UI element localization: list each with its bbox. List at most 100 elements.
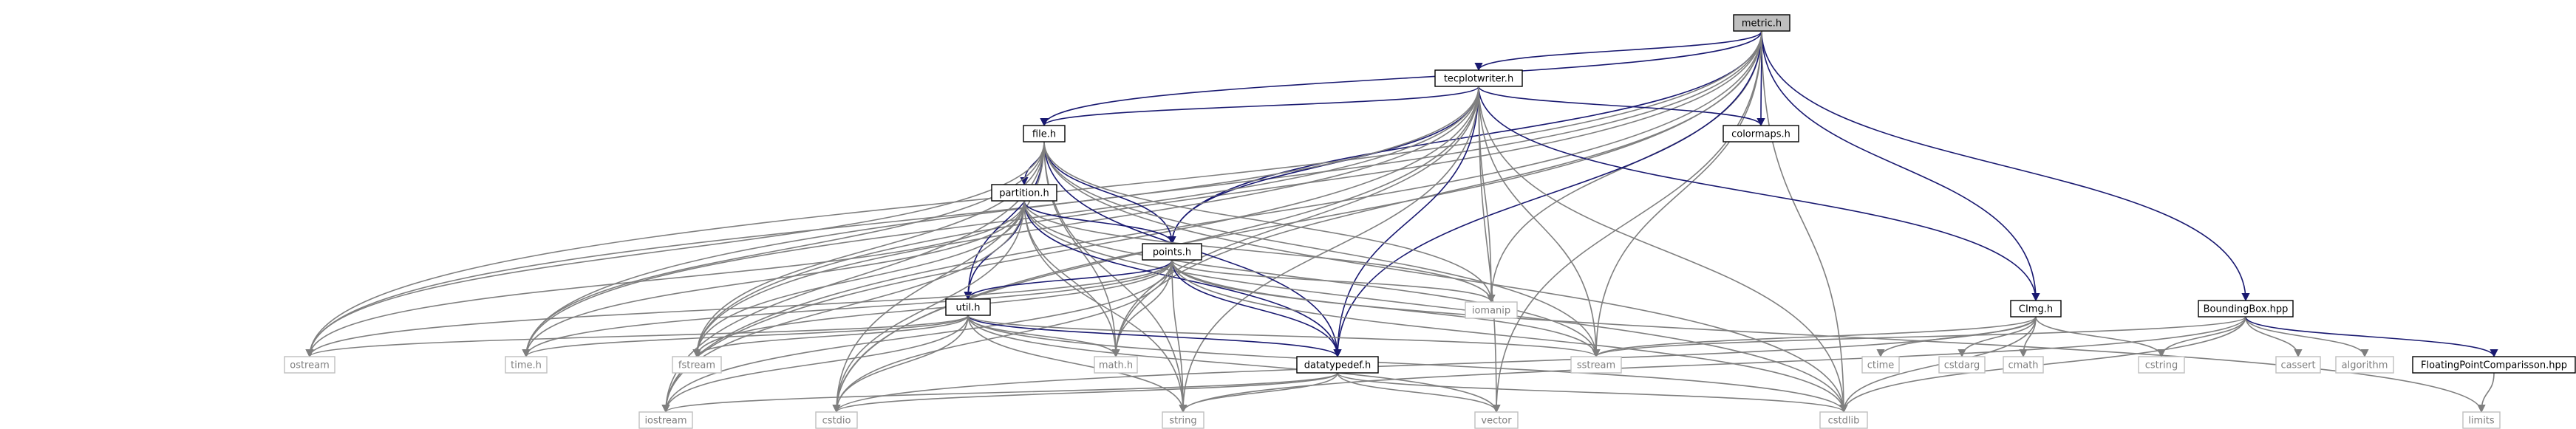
edge-tecplotwriter_h-to-CImg_h (1478, 86, 2040, 302)
node-cmath: cmath (2003, 356, 2044, 374)
node-cstring: cstring (2138, 356, 2185, 374)
edge-util_h-to-ostream (305, 315, 969, 358)
node-file-h[interactable]: file.h (1023, 125, 1066, 143)
node-iostream: iostream (638, 411, 693, 429)
node-box (1723, 125, 1799, 143)
edge-util_h-to-fstream (692, 315, 969, 358)
node-label: cstdio (822, 416, 851, 427)
node-ctime: ctime (1861, 356, 1900, 374)
node-box (2198, 300, 2294, 318)
edge-metric_h-to-vector (1492, 30, 1762, 413)
edge-BoundingBox_hpp-to-string (1179, 316, 2246, 413)
edge-util_h-to-vector (967, 315, 1501, 413)
node-CImg-h[interactable]: CImg.h (2010, 300, 2062, 318)
edge-points_h-to-time_h (522, 259, 1173, 358)
edge-metric_h-to-BoundingBox_hpp (1761, 30, 2250, 302)
node-cassert: cassert (2275, 356, 2321, 374)
node-box (1465, 301, 1518, 319)
edge-partition_h-to-iomanip (1023, 200, 1496, 303)
node-colormaps-h[interactable]: colormaps.h (1723, 125, 1799, 143)
node-label: ostream (290, 360, 330, 371)
node-label: points.h (1153, 247, 1191, 258)
node-label: string (1169, 416, 1196, 427)
edge-points_h-to-ostream (305, 259, 1173, 358)
edge-partition_h-to-ostream (305, 200, 1025, 358)
node-BoundingBox-hpp[interactable]: BoundingBox.hpp (2198, 300, 2294, 318)
node-time-h: time.h (505, 356, 548, 374)
node-box (1474, 411, 1519, 429)
edge-metric_h-to-cstdlib (1761, 30, 1848, 413)
node-box (1094, 356, 1138, 374)
edge-points_h-to-math_h (1111, 259, 1173, 358)
node-label: cmath (2008, 360, 2038, 371)
edge-file_h-to-math_h (1043, 141, 1120, 358)
edge-util_h-to-string (967, 315, 1188, 413)
node-box (1142, 243, 1202, 261)
edge-datatypedef_h-to-iostream (661, 372, 1338, 413)
edge-tecplotwriter_h-to-colormaps_h (1478, 86, 1765, 127)
edge-datatypedef_h-to-vector (1337, 372, 1501, 413)
edge-BoundingBox_hpp-to-algorithm (2245, 316, 2369, 358)
edge-metric_h-to-tecplotwriter_h (1474, 30, 1762, 72)
node-metric-h[interactable]: metric.h (1733, 14, 1790, 32)
edge-tecplotwriter_h-to-string (1179, 86, 1479, 413)
edge-points_h-to-iomanip (1171, 259, 1496, 303)
edge-file_h-to-util_h (964, 141, 1045, 301)
node-box (1296, 356, 1379, 374)
node-label: tecplotwriter.h (1444, 74, 1513, 85)
node-box (1570, 356, 1622, 374)
edge-file_h-to-sstream (1043, 141, 1601, 358)
edge-points_h-to-iostream (661, 259, 1173, 413)
edge-datatypedef_h-to-cstdio (832, 372, 1338, 413)
edge-tecplotwriter_h-to-ostream (305, 86, 1479, 358)
node-box (1434, 69, 1523, 87)
node-box (1861, 356, 1900, 374)
edge-FloatingPointComparisson_hpp-to-limits (2477, 372, 2495, 413)
node-label: ctime (1867, 360, 1895, 371)
node-iomanip: iomanip (1465, 301, 1518, 319)
edge-metric_h-to-CImg_h (1761, 30, 2040, 302)
node-box (1938, 356, 1986, 374)
node-box (638, 411, 693, 429)
edge-tecplotwriter_h-to-file_h (1040, 86, 1479, 127)
edge-metric_h-to-file_h (1040, 30, 1762, 127)
node-algorithm: algorithm (2335, 356, 2394, 374)
node-partition-h[interactable]: partition.h (991, 184, 1057, 202)
node-datatypedef-h[interactable]: datatypedef.h (1296, 356, 1379, 374)
edge-util_h-to-datatypedef_h (967, 315, 1342, 358)
edge-util_h-to-cstdlib (967, 315, 1848, 413)
node-label: fstream (678, 360, 715, 371)
node-label: limits (2468, 416, 2495, 427)
node-cstdarg: cstdarg (1938, 356, 1986, 374)
node-label: algorithm (2342, 360, 2388, 371)
edge-util_h-to-iostream (661, 315, 969, 413)
edge-CImg_h-to-cstdio (832, 316, 2037, 413)
node-label: sstream (1577, 360, 1615, 371)
edge-CImg_h-to-sstream (1592, 316, 2037, 358)
node-cstdlib: cstdlib (1819, 411, 1868, 429)
node-util-h[interactable]: util.h (945, 298, 991, 316)
node-label: file.h (1032, 129, 1056, 140)
node-points-h[interactable]: points.h (1142, 243, 1202, 261)
node-label: util.h (956, 303, 981, 314)
node-fstream: fstream (672, 356, 722, 374)
edge-partition_h-to-string (1023, 200, 1188, 413)
node-box (1162, 411, 1204, 429)
node-FloatingPointComparisson-hpp[interactable]: FloatingPointComparisson.hpp (2412, 356, 2576, 374)
node-box (945, 298, 991, 316)
edge-metric_h-to-sstream (1592, 30, 1762, 358)
edge-util_h-to-time_h (522, 315, 969, 358)
node-label: iostream (644, 416, 686, 427)
node-label: time.h (511, 360, 542, 371)
node-box (1733, 14, 1790, 32)
edge-partition_h-to-points_h (1023, 200, 1176, 245)
node-box (2138, 356, 2185, 374)
edge-BoundingBox_hpp-to-sstream (1592, 316, 2246, 358)
node-box (815, 411, 858, 429)
node-box (1819, 411, 1868, 429)
node-tecplotwriter-h[interactable]: tecplotwriter.h (1434, 69, 1523, 87)
edge-tecplotwriter_h-to-vector (1478, 86, 1501, 413)
edge-file_h-to-iostream (661, 141, 1045, 413)
edge-points_h-to-string (1171, 259, 1188, 413)
edge-partition_h-to-cstdlib (1023, 200, 1848, 413)
